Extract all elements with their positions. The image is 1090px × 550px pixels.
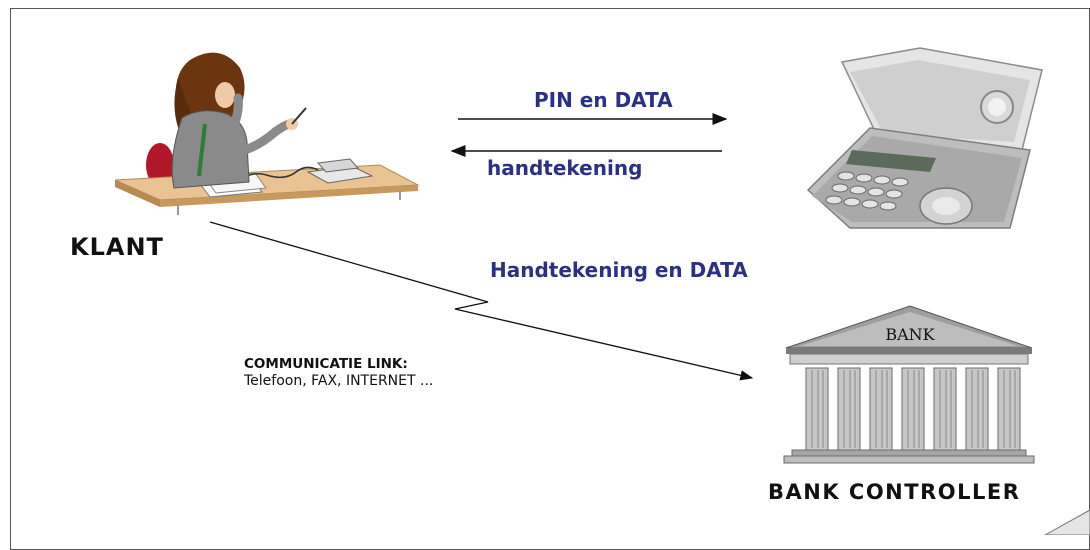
bank-icon: BANK <box>783 305 1035 464</box>
handtekening-data-label: Handtekening en DATA <box>490 258 748 282</box>
page-curl <box>1043 509 1090 535</box>
bank-controller-label: BANK CONTROLLER <box>768 480 1021 504</box>
klant-label: KLANT <box>70 233 164 261</box>
communication-link-title: COMMUNICATIE LINK: <box>244 356 408 372</box>
communication-link-options: Telefoon, FAX, INTERNET ... <box>244 373 434 389</box>
pin-device-illustration <box>806 47 1043 229</box>
communication-link-arrow <box>209 221 754 381</box>
bank-sign-text: BANK <box>885 325 935 344</box>
customer-illustration <box>114 52 420 215</box>
handtekening-label: handtekening <box>487 156 643 180</box>
pin-data-label: PIN en DATA <box>534 88 673 112</box>
diagram-graphics: BANK <box>114 47 1090 535</box>
